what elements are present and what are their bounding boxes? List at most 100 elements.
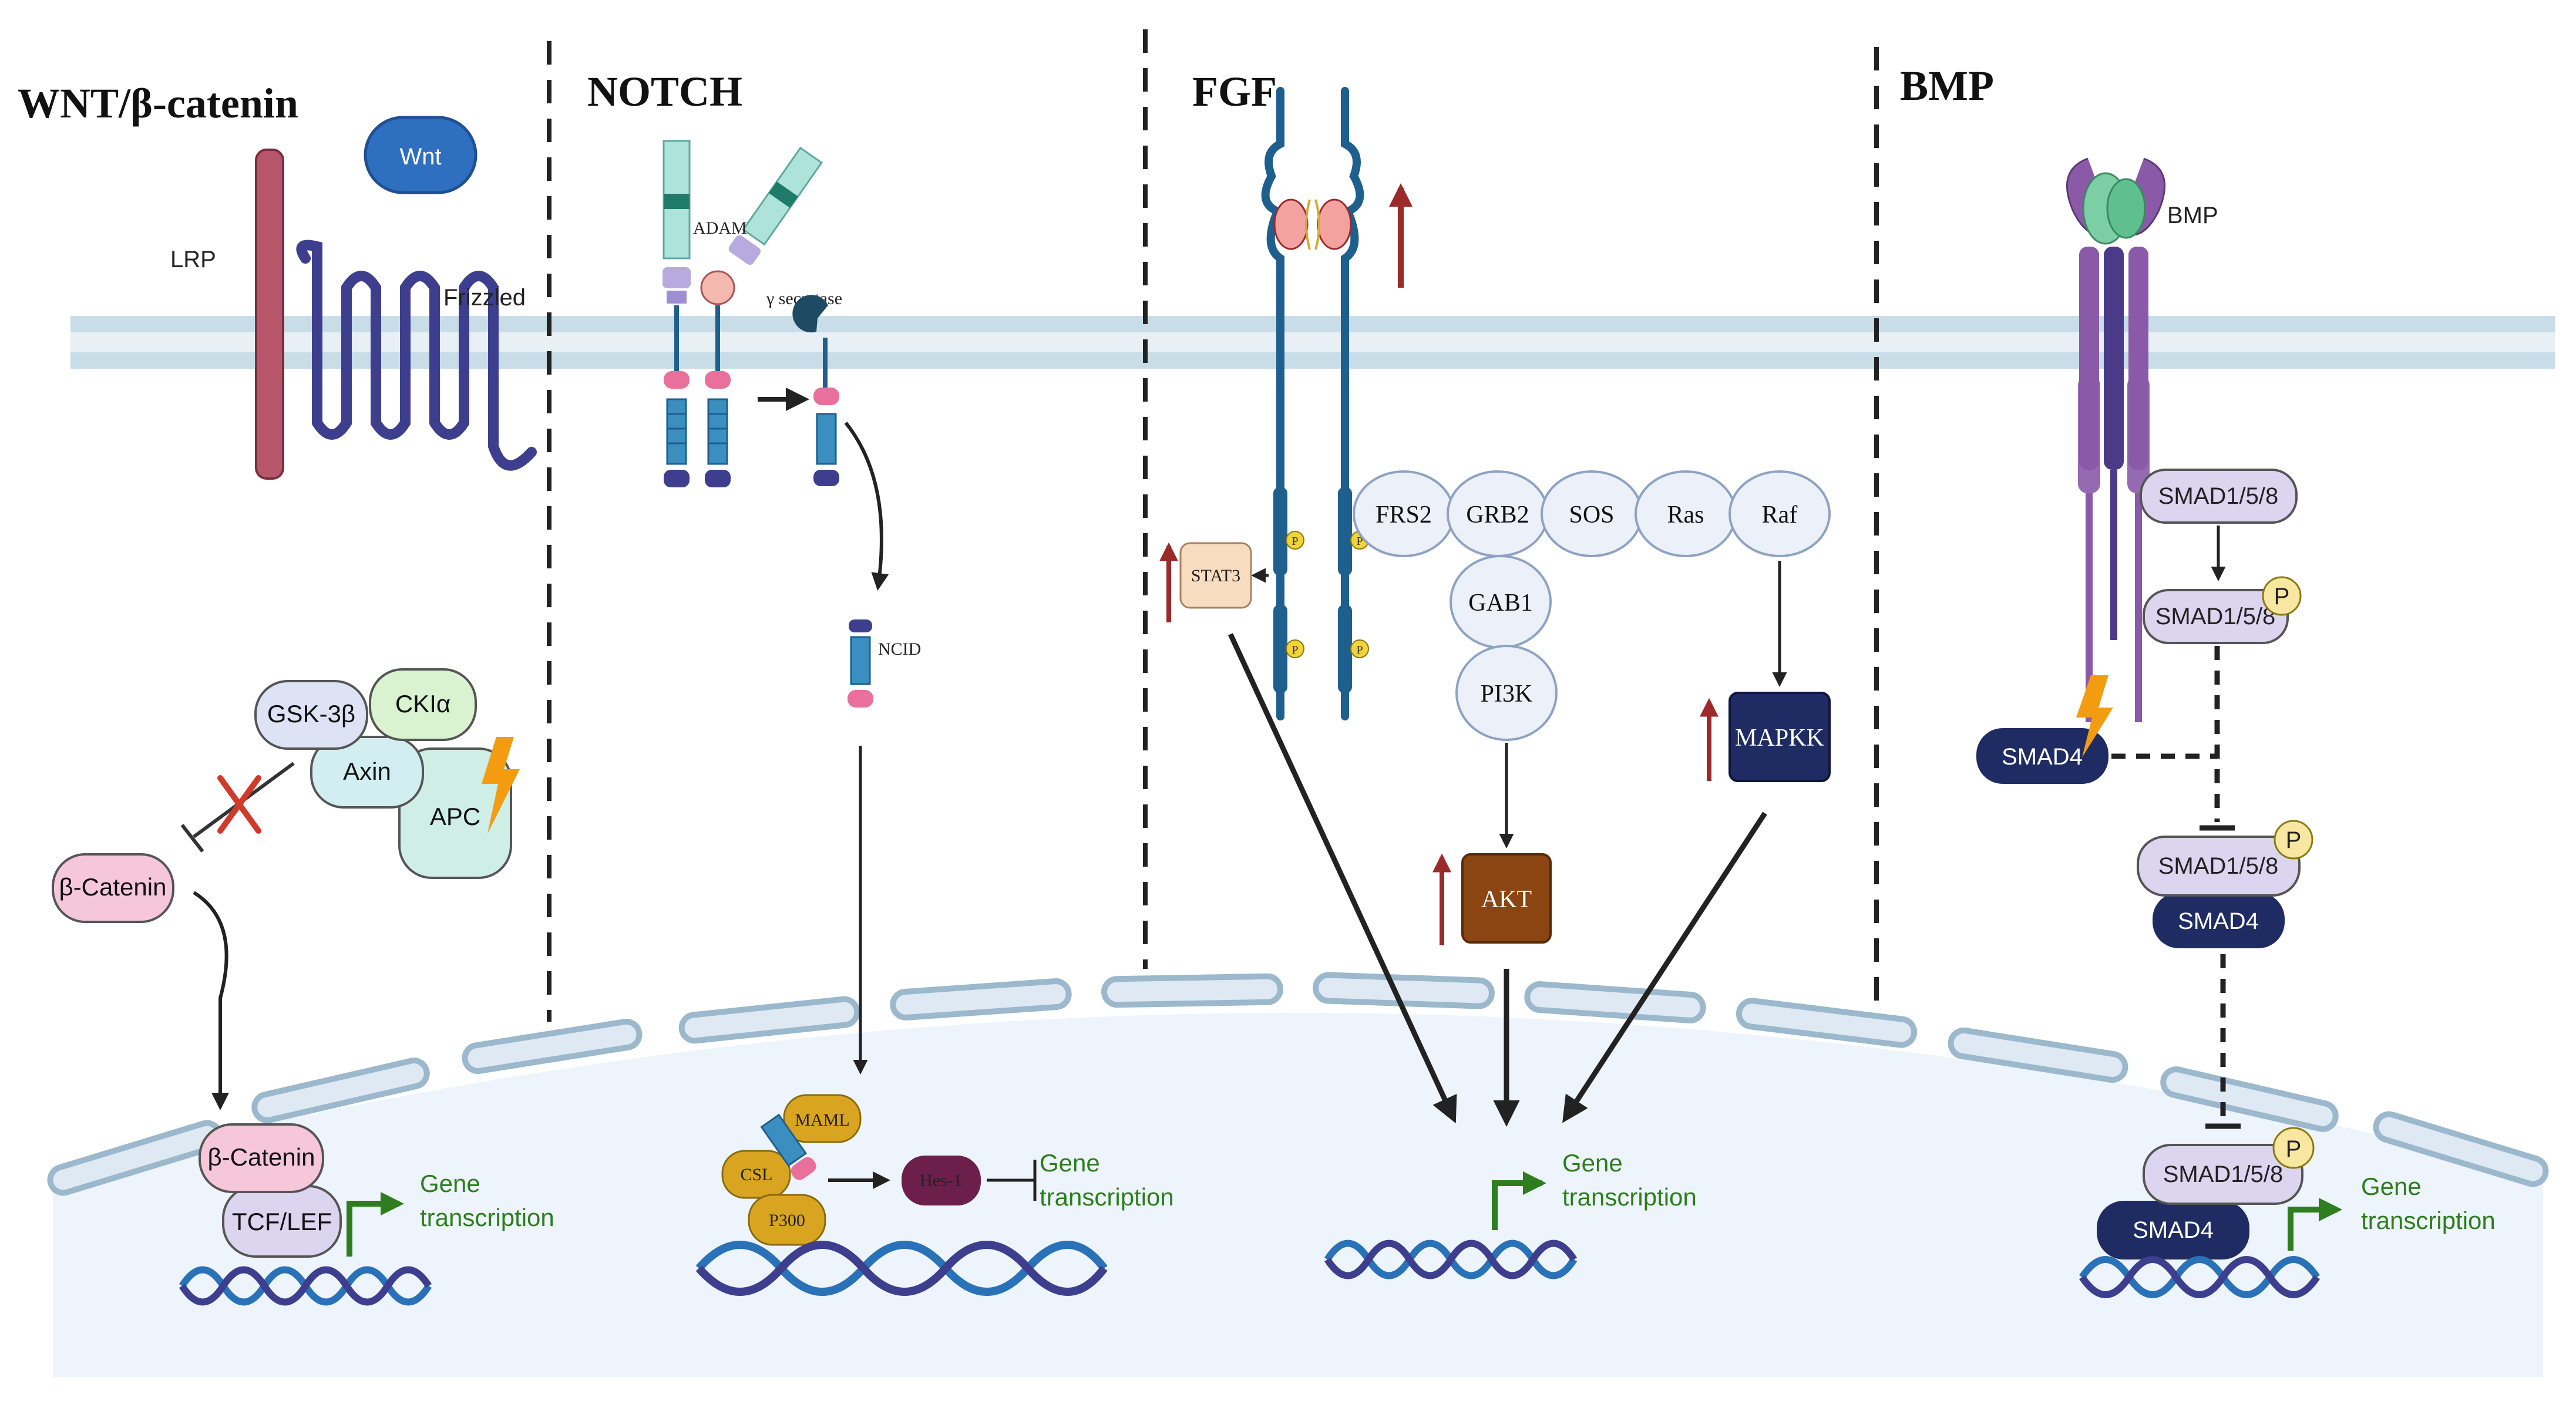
wnt-panel-title: WNT/β-catenin	[18, 80, 298, 127]
gene-arrow-bmp	[2288, 1198, 2342, 1251]
smad158-label-1: SMAD1/5/8	[2158, 483, 2279, 509]
gene-transcription-line2: transcription	[420, 1204, 554, 1231]
cki-label: CKIα	[395, 690, 450, 718]
phospho-badge-3	[2272, 1127, 2315, 1169]
lrp-label: LRP	[170, 247, 216, 272]
fgf-receptor	[1261, 87, 1364, 720]
destruction-complex: APC Axin CKIα GSK-3β	[254, 668, 512, 879]
fgf-ligand	[1273, 198, 1352, 250]
grb2-label: GRB2	[1466, 501, 1529, 528]
notch-ligand	[663, 140, 691, 376]
stat3-gene-arrow	[1228, 633, 1457, 1124]
hes1-node	[902, 1156, 981, 1205]
fgf-adaptor-row	[1353, 470, 1831, 741]
frizzled-label: Frizzled	[443, 285, 526, 311]
nuclear-envelope	[47, 972, 2549, 1196]
pi3k-label: PI3K	[1481, 681, 1533, 708]
gene-transcription-line1: Gene	[1040, 1149, 1100, 1177]
p300-label: P300	[769, 1211, 805, 1230]
smad158-nucleus-node	[2143, 1144, 2303, 1205]
gene-arrow-fgf	[1492, 1171, 1546, 1230]
bmp-ligand-receptor	[2066, 157, 2166, 722]
smad4-cytoplasm	[1976, 728, 2108, 784]
notch-receptor-left	[664, 371, 690, 487]
smad4-complex-label: SMAD4	[2178, 908, 2259, 934]
sos-label: SOS	[1569, 501, 1614, 528]
smad158-node-2	[2143, 589, 2289, 644]
mapkk-node	[1728, 692, 1831, 782]
akt-label: AKT	[1481, 886, 1532, 913]
cki-node	[369, 668, 477, 741]
mapkk-label: MAPKK	[1735, 725, 1824, 752]
p300-node	[748, 1194, 826, 1246]
smad158-node-1	[2140, 469, 2298, 524]
beta-catenin-cytoplasm	[52, 853, 174, 923]
frs2-label: FRS2	[1376, 501, 1432, 528]
wnt-ligand: Wnt	[364, 116, 477, 194]
phospho-sites: P P P P	[1286, 531, 1369, 658]
gene-transcription-line2: transcription	[2361, 1207, 2496, 1234]
gene-transcription-label-notch: Gene transcription	[1040, 1149, 1174, 1211]
lrp-receptor	[255, 149, 284, 480]
phospho-badge-2	[2274, 820, 2313, 860]
beta-catenin-nucleus	[199, 1123, 324, 1193]
gene-transcription-line2: transcription	[1562, 1183, 1697, 1211]
beta-catenin-translocation-arrow	[193, 891, 229, 1110]
smad4-complex-node	[2153, 893, 2285, 948]
beta-catenin-cytoplasm-label: β-Catenin	[59, 873, 167, 901]
gsk3b-label: GSK-3β	[267, 700, 355, 728]
nucleus	[53, 1013, 2543, 1377]
wnt-ligand-label: Wnt	[399, 144, 441, 170]
akt-node	[1461, 853, 1552, 944]
notch-ligand-cleaved	[728, 146, 823, 265]
gsk3b-node	[254, 680, 368, 750]
ncid-release-arrow	[844, 422, 889, 591]
phospho-badge-1	[2262, 576, 2302, 616]
smad158-node-3	[2137, 836, 2301, 897]
phospho-badge-label-3: P	[2286, 1136, 2302, 1162]
csl-complex: MAML CSL P300	[721, 1094, 862, 1246]
ncid-fragment	[848, 619, 873, 708]
smad4-nucleus-label: SMAD4	[2133, 1217, 2214, 1243]
blocked-x-icon	[217, 775, 261, 834]
notch-receptor-middle	[705, 371, 731, 487]
ncid-label: NCID	[878, 639, 921, 659]
lightning-icon	[2076, 675, 2113, 757]
gene-transcription-line2: transcription	[1040, 1183, 1174, 1211]
ras-label: Ras	[1667, 501, 1704, 528]
gene-transcription-line1: Gene	[2361, 1173, 2422, 1200]
gene-arrow-wnt	[347, 1192, 404, 1257]
raf-label: Raf	[1762, 501, 1798, 528]
phospho-label: P	[1292, 644, 1298, 656]
inhibition-bar	[180, 824, 204, 853]
bmp-ligand-label: BMP	[2167, 203, 2218, 228]
axin-node	[310, 736, 424, 809]
dna-helix-fgf	[1324, 1240, 1578, 1279]
panel-dividers	[547, 29, 1879, 1022]
notch-receptor-cleaved	[813, 388, 839, 486]
plasma-membrane	[70, 316, 2555, 369]
fgf-kinase-domains	[1273, 487, 1352, 693]
dna-helix-bmp	[2079, 1256, 2320, 1298]
gene-transcription-line1: Gene	[1562, 1149, 1623, 1177]
adam-label: ADAM	[693, 218, 747, 238]
frizzled-receptor	[296, 240, 537, 471]
mapkk-gene-arrow	[1562, 811, 1767, 1123]
stat3-node	[1179, 542, 1252, 609]
phospho-label: P	[1292, 535, 1298, 548]
notch-panel-title: NOTCH	[587, 68, 742, 115]
pi3k-node	[1455, 645, 1558, 741]
fgf-panel-title: FGF	[1192, 68, 1277, 115]
smad4-cytoplasm-label: SMAD4	[2002, 744, 2083, 770]
apc-label: APC	[430, 803, 480, 830]
dna-helix-notch	[695, 1241, 1108, 1296]
stat3-label: STAT3	[1191, 566, 1240, 585]
bmp-panel-title: BMP	[1900, 62, 1994, 109]
lightning-icon	[482, 737, 520, 834]
beta-catenin-nucleus-label: β-Catenin	[208, 1143, 315, 1171]
maml-label: MAML	[795, 1110, 849, 1130]
adam-enzyme	[700, 270, 735, 305]
phospho-badge-label-1: P	[2274, 584, 2290, 609]
raf-node	[1728, 470, 1831, 557]
gamma-secretase-enzyme	[792, 295, 828, 333]
